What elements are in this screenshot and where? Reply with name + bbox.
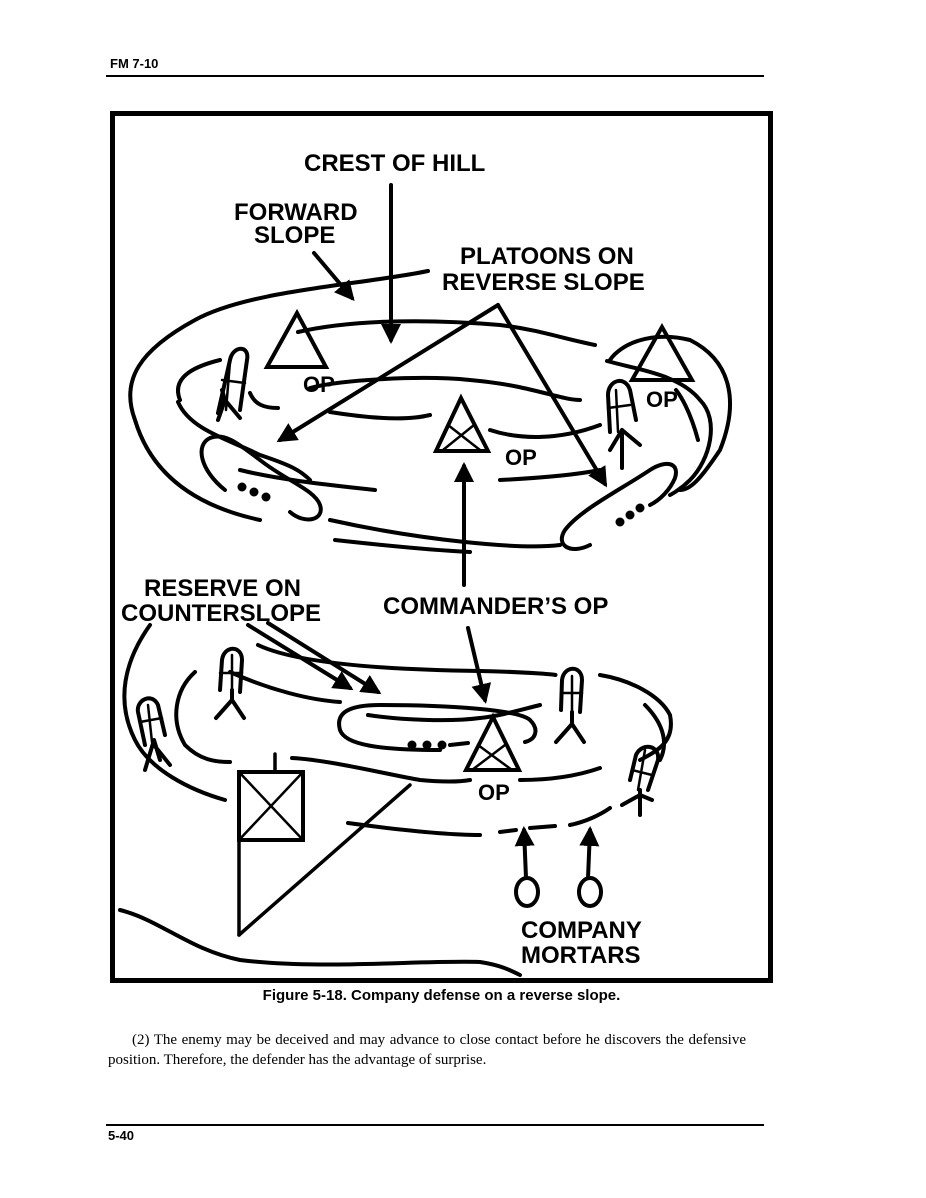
fighting-position-icon bbox=[214, 646, 246, 720]
commanders-op-triangle-lower bbox=[462, 712, 523, 772]
mortar-arrow-2 bbox=[579, 826, 600, 880]
op-label: OP bbox=[646, 387, 678, 412]
reserve-label-2: COUNTERSLOPE bbox=[121, 600, 321, 627]
fighting-position-icon bbox=[135, 696, 172, 772]
op-label: OP bbox=[505, 445, 537, 470]
platoons-label-2: REVERSE SLOPE bbox=[442, 269, 645, 296]
contour-lower-left bbox=[174, 670, 232, 764]
reserve-position bbox=[337, 703, 542, 752]
contour-lower-c bbox=[518, 766, 602, 782]
page-number: 5-40 bbox=[108, 1128, 135, 1143]
contour-dash-1 bbox=[346, 821, 482, 837]
platoon-position-left bbox=[199, 434, 323, 522]
op-triangle-right bbox=[628, 322, 696, 382]
fighting-position-icon bbox=[554, 666, 586, 744]
contour-bottom bbox=[333, 538, 472, 554]
reverse-slope-diagram: OP OP OP CREST OF HILL FORWARD SLOPE PLA… bbox=[118, 150, 732, 977]
contour-lower-right bbox=[598, 673, 673, 762]
forward-slope-label-2: SLOPE bbox=[254, 222, 335, 249]
fighting-position-icon bbox=[606, 379, 642, 470]
contour-low-a bbox=[238, 468, 377, 492]
commanders-op-triangle-upper bbox=[432, 393, 492, 453]
crest-contour bbox=[308, 376, 582, 402]
crest-contour-upper bbox=[296, 319, 597, 347]
footer-rule bbox=[106, 1124, 764, 1126]
company-mortars-label-1: COMPANY bbox=[521, 917, 642, 944]
outer-contour bbox=[128, 269, 562, 549]
contour-mid-a bbox=[328, 410, 432, 421]
platoons-label-1: PLATOONS ON bbox=[460, 243, 634, 270]
company-command-post-icon bbox=[237, 752, 412, 937]
contour-left-b bbox=[176, 400, 312, 482]
platoon-arrow-right bbox=[496, 303, 608, 488]
mortar-position-icon bbox=[577, 876, 603, 908]
platoon-arrow-left bbox=[276, 303, 500, 443]
header-rule bbox=[106, 75, 764, 77]
fighting-position-icon bbox=[620, 744, 661, 817]
contour-lower-b bbox=[290, 756, 472, 784]
contour-lower-a bbox=[228, 670, 342, 704]
figure-caption: Figure 5-18. Company defense on a revers… bbox=[262, 987, 621, 1004]
reserve-arrow-2 bbox=[266, 621, 382, 695]
fighting-position-icon bbox=[216, 346, 250, 422]
mortar-position-icon bbox=[514, 876, 540, 908]
body-paragraph: (2) The enemy may be deceived and may ad… bbox=[108, 1032, 746, 1068]
mortar-arrow-1 bbox=[514, 826, 535, 880]
contour-lower-right-b bbox=[643, 703, 666, 762]
crest-of-hill-label: CREST OF HILL bbox=[304, 150, 485, 177]
commanders-op-label: COMMANDER’S OP bbox=[383, 593, 608, 620]
op-triangle-left bbox=[263, 308, 330, 369]
reserve-arrow-1 bbox=[246, 623, 354, 691]
contour-left-a bbox=[176, 358, 222, 402]
op-label: OP bbox=[303, 372, 335, 397]
contour-low-b bbox=[498, 468, 602, 482]
contour-right-c bbox=[674, 388, 700, 442]
contour-left-c bbox=[248, 391, 280, 410]
platoon-position-right bbox=[559, 461, 678, 551]
outer-contour-right-b bbox=[608, 334, 732, 492]
forward-slope-arrow bbox=[312, 251, 355, 302]
reserve-label-1: RESERVE ON bbox=[144, 575, 301, 602]
upper-hill-contours bbox=[128, 269, 732, 554]
running-header: FM 7-10 bbox=[110, 56, 159, 71]
valley-contour bbox=[118, 908, 522, 977]
forward-slope-label-1: FORWARD bbox=[234, 199, 358, 226]
figure-frame: OP OP OP CREST OF HILL FORWARD SLOPE PLA… bbox=[110, 111, 773, 983]
contour-mid-b bbox=[488, 423, 602, 439]
commanders-op-arrow-down bbox=[466, 626, 492, 704]
contour-dash-2 bbox=[498, 806, 612, 834]
company-mortars-label-2: MORTARS bbox=[521, 942, 641, 969]
op-label: OP bbox=[478, 780, 510, 805]
counterslope-outer bbox=[122, 623, 227, 802]
